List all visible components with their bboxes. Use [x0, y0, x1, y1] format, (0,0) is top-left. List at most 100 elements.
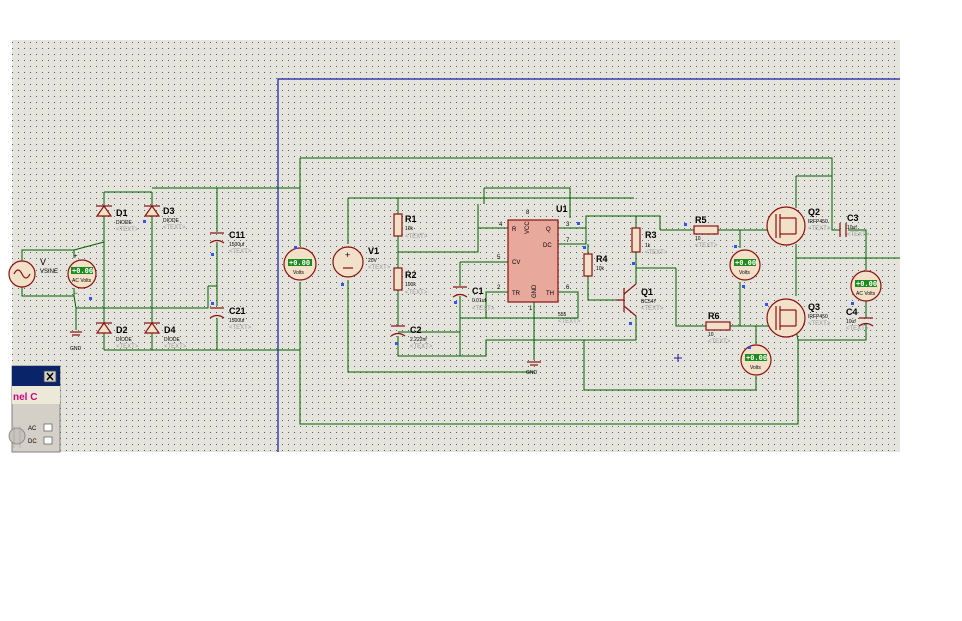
r6-value: 10 — [708, 332, 714, 338]
crosshair-cursor-icon — [674, 354, 682, 362]
d2-ref: D2 — [116, 325, 128, 335]
u1-pin-gnd: GND — [532, 284, 538, 298]
gate-q2-unit: Volts — [739, 270, 750, 276]
q3-ref: Q3 — [808, 302, 820, 312]
u1-pin-dc: DC — [543, 243, 552, 249]
timer-u1-555[interactable]: U1 R VCC Q DC CV TR GND TH 4 8 3 7 5 2 1… — [497, 204, 581, 325]
u1-pin-q: Q — [546, 227, 551, 233]
r4-value: 10k — [596, 266, 605, 272]
c3-text: <TEXT> — [847, 232, 870, 238]
d1-ref: D1 — [116, 208, 128, 218]
d4-ref: D4 — [164, 325, 176, 335]
mosfet-q2[interactable]: Q2 IRFP450 <TEXT> — [766, 206, 831, 246]
u1-pinnum-5: 5 — [497, 255, 501, 261]
capacitor-c21[interactable]: C21 1500uf <TEXT> — [209, 306, 252, 331]
dc-source-v1[interactable]: + V1 20V <TEXT> — [332, 246, 391, 278]
capacitor-c4[interactable]: C4 10uf <TEXT> — [846, 307, 874, 332]
v1-value: 20V — [368, 258, 378, 264]
capacitor-c2[interactable]: C2 2.222nf <TEXT> — [390, 325, 433, 350]
ground-symbol-2[interactable]: GND — [526, 361, 541, 376]
ground-symbol-1[interactable]: GND — [70, 331, 82, 352]
u1-pin-cv: CV — [512, 260, 520, 266]
oscilloscope-panel[interactable]: nel C AC DC — [8, 365, 61, 453]
ac-output-voltmeter[interactable]: +0.00 AC Volts — [850, 270, 882, 302]
c2-text: <TEXT> — [410, 344, 433, 350]
vsine-value: VSINE — [40, 269, 58, 275]
d2-text: <TEXT> — [116, 344, 139, 350]
resistor-r3[interactable]: R3 1k <TEXT> — [631, 227, 668, 256]
r1-value: 10k — [405, 226, 414, 232]
r2-text: <TEXT> — [405, 290, 428, 296]
channel-knob[interactable] — [8, 426, 26, 448]
d1-value: DIODE — [116, 220, 133, 226]
r2-ref: R2 — [405, 270, 417, 280]
gate-q3-reading: +0.00 — [746, 354, 767, 362]
u1-pin-th: TH — [546, 291, 554, 297]
r6-ref: R6 — [708, 311, 720, 321]
gate-q2-voltmeter[interactable]: +0.00 Volts — [729, 249, 761, 281]
meter-plus-sign: + — [74, 254, 78, 260]
resistor-r4[interactable]: R4 10k — [583, 253, 608, 277]
u1-pinnum-7: 7 — [566, 238, 570, 244]
u1-pin-vcc: VCC — [525, 221, 531, 234]
u1-pin-tr: TR — [512, 291, 521, 297]
close-icon[interactable] — [43, 370, 57, 383]
q1-text: <TEXT> — [641, 306, 664, 312]
diode-d3[interactable]: D3 DIODE <TEXT> — [143, 204, 186, 231]
u1-pinnum-1: 1 — [529, 306, 533, 312]
resistor-r2[interactable]: R2 100k <TEXT> — [393, 267, 428, 296]
gnd1-label: GND — [70, 346, 82, 352]
r3-ref: R3 — [645, 230, 657, 240]
mode-dc-option[interactable]: DC — [28, 439, 37, 445]
d2-value: DIODE — [116, 337, 133, 343]
capacitor-c11[interactable]: C11 1500uf <TEXT> — [209, 230, 252, 255]
c1-ref: C1 — [472, 286, 484, 296]
mode-ac-radio[interactable] — [43, 423, 53, 432]
v1-ref: V1 — [368, 246, 379, 256]
u1-pinnum-8: 8 — [526, 210, 530, 216]
ac-output-reading: +0.00 — [856, 280, 877, 288]
vsine-source[interactable]: V VSINE — [8, 257, 58, 288]
u1-pin-r: R — [512, 227, 517, 233]
u1-pinnum-2: 2 — [497, 285, 501, 291]
c21-ref: C21 — [229, 306, 246, 316]
r3-text: <TEXT> — [645, 250, 668, 256]
resistor-r6[interactable]: R6 10 <TEXT> — [705, 311, 731, 345]
gate-q3-unit: Volts — [750, 365, 761, 371]
drawing-sheet — [12, 40, 900, 452]
d3-ref: D3 — [163, 206, 175, 216]
q2-value: IRFP450 — [808, 219, 828, 225]
u1-ref: U1 — [556, 204, 568, 214]
transistor-q1[interactable]: Q1 BC547 <TEXT> — [616, 283, 664, 317]
gate-q3-voltmeter[interactable]: +0.00 Volts — [740, 344, 772, 376]
capacitor-c1[interactable]: C1 0.01uf <TEXT> — [452, 286, 495, 312]
resistor-r5[interactable]: R5 10 <TEXT> — [693, 215, 719, 249]
q3-value: IRFP450 — [808, 314, 828, 320]
r4-ref: R4 — [596, 254, 608, 264]
d4-text: <TEXT> — [164, 344, 187, 350]
dc-bus-voltmeter[interactable]: +0.00 Volts — [283, 247, 317, 281]
mosfet-q3[interactable]: Q3 IRFP450 <TEXT> — [766, 298, 831, 338]
resistor-r1[interactable]: R1 10k <TEXT> — [393, 213, 428, 240]
c11-value: 1500uf — [229, 242, 245, 248]
q1-ref: Q1 — [641, 287, 653, 297]
channel-label: nel C — [13, 392, 37, 403]
vsine-ref: V — [40, 257, 46, 267]
r3-value: 1k — [645, 243, 651, 249]
diode-d2[interactable]: D2 DIODE <TEXT> — [95, 321, 139, 350]
mode-ac-option[interactable]: AC — [28, 426, 37, 432]
ac-input-voltmeter[interactable]: +0.00 AC Volts + − — [67, 254, 97, 297]
d3-text: <TEXT> — [163, 225, 186, 231]
diode-d1[interactable]: D1 DIODE <TEXT> — [95, 204, 139, 233]
q2-ref: Q2 — [808, 207, 820, 217]
c21-value: 1500uf — [229, 318, 245, 324]
c4-text: <TEXT> — [846, 326, 869, 332]
c21-text: <TEXT> — [229, 325, 252, 331]
capacitor-c3[interactable]: C3 10uf <TEXT> — [839, 213, 870, 238]
mode-dc-radio[interactable] — [43, 436, 53, 445]
r5-ref: R5 — [695, 215, 707, 225]
q1-value: BC547 — [641, 299, 657, 305]
diode-d4[interactable]: D4 DIODE <TEXT> — [143, 321, 187, 350]
q2-text: <TEXT> — [808, 226, 831, 232]
